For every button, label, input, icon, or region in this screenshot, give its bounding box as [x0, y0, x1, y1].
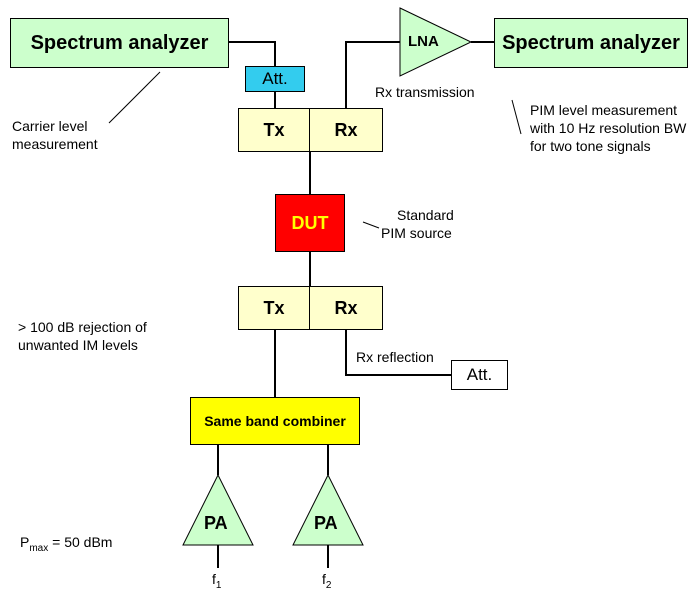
standard-line-2: PIM source [381, 225, 452, 241]
spectrum-analyzer-left: Spectrum analyzer [10, 18, 229, 68]
attenuator-rx-label: Att. [466, 365, 493, 384]
spectrum-analyzer-right-label: Spectrum analyzer [502, 31, 680, 54]
dut-block: DUT [275, 194, 345, 252]
leader-pim [511, 99, 522, 135]
lower-rx-label: Rx [334, 297, 358, 318]
carrier-line-1: Carrier level [12, 118, 88, 134]
upper-duplexer-tx: Tx [238, 108, 310, 152]
pa1-triangle [182, 473, 254, 546]
attenuator-rx: Att. [451, 360, 508, 390]
lna-label: LNA [408, 33, 439, 50]
f2-subscript: 2 [325, 579, 332, 591]
f2-letter: f [322, 571, 326, 587]
leader-standard [362, 221, 380, 229]
pim-line-2: with 10 Hz resolution BW [530, 120, 687, 136]
f1-letter: f [212, 571, 216, 587]
pmax-value: = 50 dBm [52, 534, 113, 550]
standard-line-1: Standard [397, 207, 454, 223]
f1-subscript: 1 [215, 579, 222, 591]
leader-carrier [108, 71, 161, 124]
pa2-label: PA [314, 513, 338, 533]
upper-rx-label: Rx [334, 119, 358, 140]
pmax-annotation: Pmax = 50 dBm [20, 533, 112, 558]
pim-line-3: for two tone signals [530, 138, 651, 154]
wire-sa-to-att [229, 41, 276, 66]
f1-label: f1 [212, 570, 221, 595]
upper-duplexer-rx: Rx [309, 108, 383, 152]
rx-transmission-label: Rx transmission [375, 84, 475, 100]
standard-annotation: Standard PIM source [381, 206, 454, 242]
lower-tx-label: Tx [263, 297, 285, 318]
pim-annotation: PIM level measurement with 10 Hz resolut… [530, 101, 686, 155]
pmax-subscript: max [29, 542, 49, 554]
carrier-annotation: Carrier level measurement [12, 117, 98, 153]
dut-label: DUT [291, 212, 329, 233]
pa2-triangle [292, 473, 364, 546]
lower-duplexer-tx: Tx [238, 286, 310, 330]
lna-triangle [399, 7, 473, 77]
spectrum-analyzer-right: Spectrum analyzer [494, 18, 688, 68]
upper-tx-label: Tx [263, 119, 285, 140]
pim-line-1: PIM level measurement [530, 102, 678, 118]
f2-label: f2 [322, 570, 331, 595]
rx-reflection-label: Rx reflection [356, 349, 434, 365]
wire-rx-to-att [345, 330, 451, 376]
lower-duplexer-rx: Rx [309, 286, 383, 330]
rejection-line-2: unwanted IM levels [18, 337, 138, 353]
spectrum-analyzer-left-label: Spectrum analyzer [30, 31, 209, 54]
pa1-label: PA [204, 513, 228, 533]
pmax-p: P [20, 534, 30, 550]
attenuator-tx-label: Att. [262, 69, 288, 88]
wire-rx-to-lna [345, 41, 400, 108]
attenuator-tx: Att. [245, 66, 305, 92]
rejection-line-1: > 100 dB rejection of [18, 319, 147, 335]
rejection-annotation: > 100 dB rejection of unwanted IM levels [18, 318, 147, 354]
combiner-label: Same band combiner [204, 413, 346, 429]
combiner-block: Same band combiner [190, 397, 360, 445]
carrier-line-2: measurement [12, 136, 98, 152]
